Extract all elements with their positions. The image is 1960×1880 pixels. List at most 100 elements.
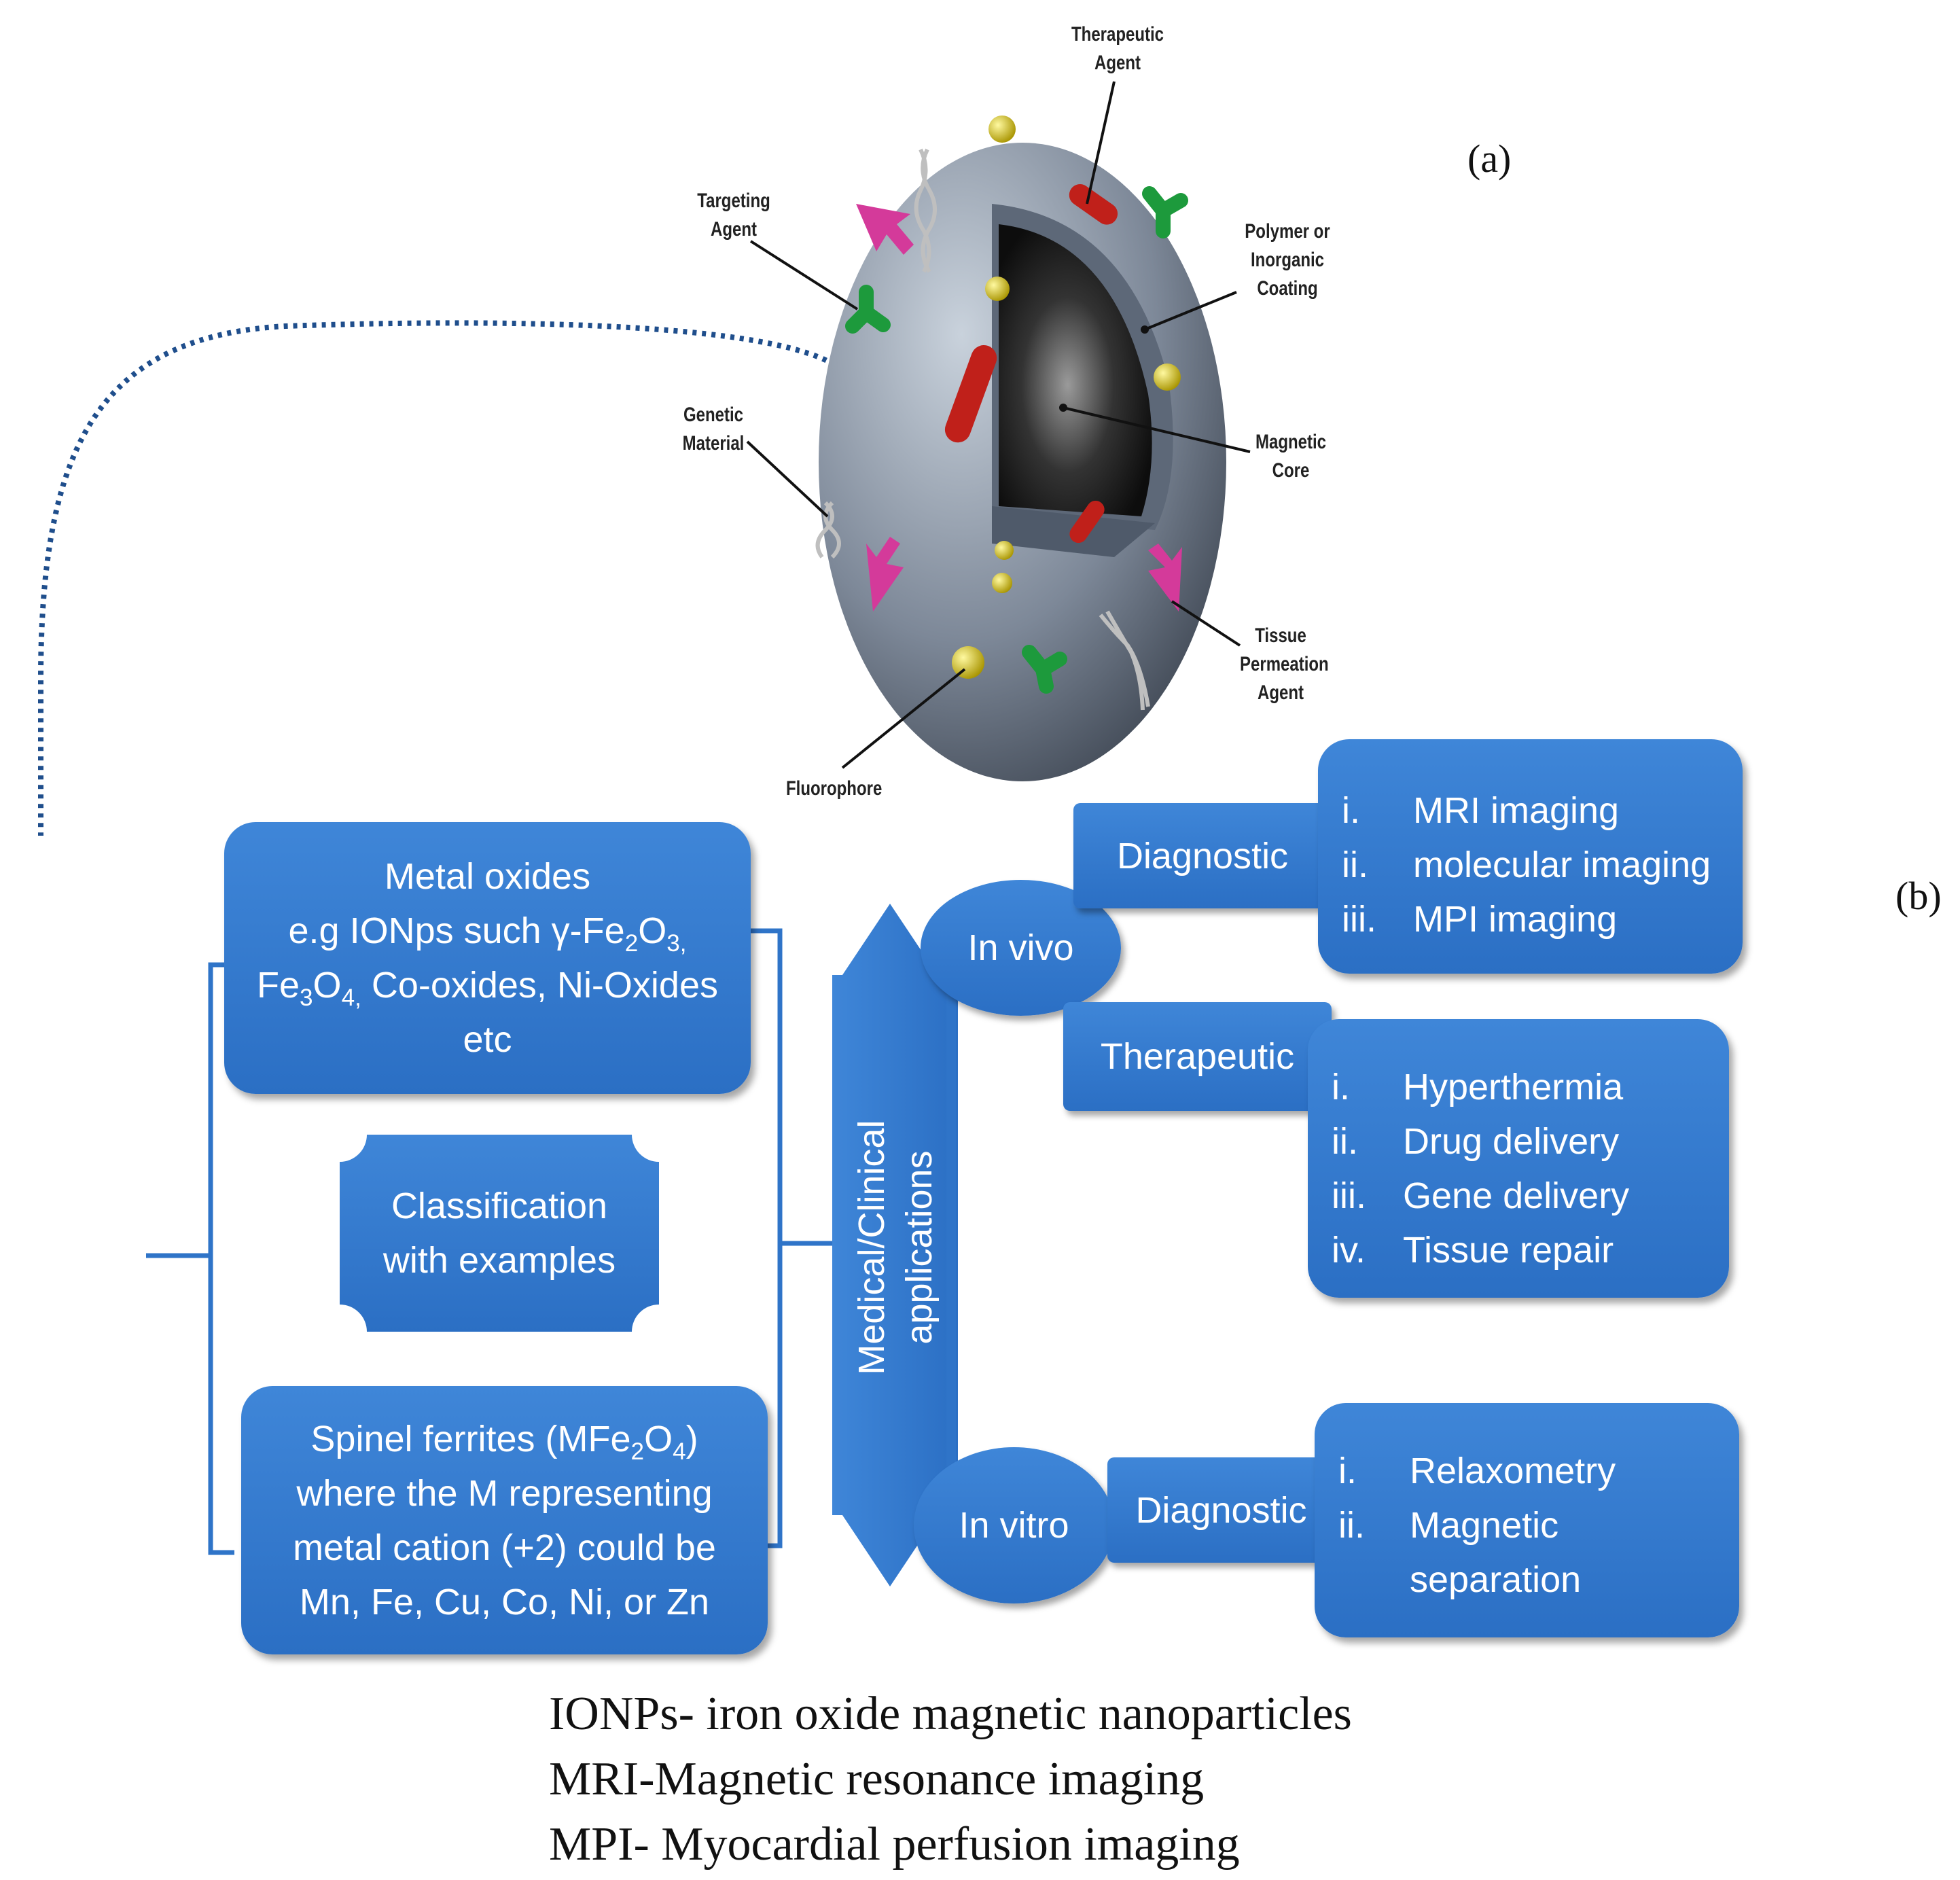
callout-line: Tissue: [1255, 624, 1306, 647]
list-item: iv. Tissue repair: [1332, 1223, 1729, 1277]
legend-line: MRI-Magnetic resonance imaging: [549, 1753, 1205, 1805]
callout-line: Agent: [1258, 681, 1304, 704]
text-fragment: ): [685, 1418, 698, 1459]
vertical-label-line: Medical/Clinical: [851, 1120, 892, 1375]
callout-magnetic-core: Magnetic Core: [1253, 428, 1329, 485]
therapeutic-label: Therapeutic: [1063, 1002, 1332, 1111]
magnetic-core: [999, 224, 1152, 516]
text-fragment: Spinel ferrites (MFe: [310, 1418, 631, 1459]
callout-therapeutic-agent: Therapeutic Agent: [1071, 20, 1164, 77]
targeting-agent-shape: [845, 186, 1188, 694]
therapeutic-capsule: [1069, 500, 1105, 544]
legend-line: MPI- Myocardial perfusion imaging: [549, 1818, 1240, 1870]
subscript: 3,: [666, 929, 687, 957]
subscript: 2: [624, 929, 639, 957]
callout-line: Fluorophore: [786, 777, 883, 800]
list-item-text: separation: [1410, 1559, 1582, 1600]
list-item: i.MRI imaging: [1342, 783, 1743, 838]
subscript: 2: [630, 1438, 645, 1465]
callout-line: Inorganic: [1250, 249, 1324, 271]
legend-line: IONPs- iron oxide magnetic nanoparticles: [549, 1688, 1352, 1740]
list-item-text: Gene delivery: [1403, 1175, 1630, 1216]
therapeutic-capsule: [944, 345, 997, 443]
list-item: separation: [1338, 1553, 1739, 1607]
list-item: i.Hyperthermia: [1332, 1060, 1729, 1114]
diagnostic-in-vivo-list: i.MRI imaging ii. molecular imaging iii. M…: [1318, 739, 1743, 974]
diagnostic-in-vitro-list: i. Relaxometry ii.Magnetic separation: [1315, 1403, 1739, 1637]
text-fragment: e.g IONps such γ-Fe: [288, 910, 625, 951]
nanoparticle-illustration: [38, 81, 1251, 836]
list-item-number: i.: [1338, 1451, 1357, 1491]
list-item: ii.Magnetic: [1338, 1498, 1739, 1553]
diagnostic-in-vitro-label: Diagnostic: [1107, 1457, 1335, 1563]
list-item: ii. Drug delivery: [1332, 1114, 1729, 1169]
callout-tissue-permeation: Tissue Permeation Agent: [1240, 622, 1329, 707]
list-item: iii. MPI imaging: [1342, 892, 1743, 946]
callout-line: Agent: [1094, 52, 1141, 74]
callout-targeting-agent: Targeting Agent: [690, 187, 777, 244]
fluorophore-sphere: [995, 541, 1014, 560]
classification-box-shape: [340, 1135, 659, 1332]
list-item: iii. Gene delivery: [1332, 1169, 1729, 1223]
fluorophore-sphere: [985, 277, 1010, 301]
spinel-title-line: Spinel ferrites (MFe2O4): [310, 1412, 698, 1466]
list-item-text: Drug delivery: [1403, 1121, 1620, 1162]
in-vitro-node: In vitro: [914, 1447, 1114, 1603]
list-item-number: ii.: [1332, 1121, 1358, 1162]
metal-oxides-box: Metal oxides e.g IONps such γ-Fe2O3, Fe3…: [224, 822, 751, 1094]
list-item: ii. molecular imaging: [1342, 838, 1743, 892]
classification-box: Classification with examples: [340, 1135, 659, 1332]
fluorophore-sphere: [988, 116, 1016, 143]
subscript: 4: [673, 1438, 686, 1465]
text-fragment: O: [638, 910, 667, 951]
text-fragment: Fe: [257, 965, 300, 1006]
callout-line: Coating: [1257, 277, 1318, 300]
list-item-text: Magnetic: [1410, 1505, 1559, 1546]
list-item-text: MPI imaging: [1413, 899, 1618, 940]
therapeutic-list: i.Hyperthermia ii. Drug delivery iii. Gene…: [1308, 1019, 1729, 1298]
list-item-text: Relaxometry: [1410, 1451, 1616, 1491]
list-item-number: iv.: [1332, 1230, 1366, 1271]
callout-line: Genetic: [683, 404, 744, 426]
callout-genetic-material: Genetic Material: [675, 401, 751, 458]
spinel-ferrites-box: Spinel ferrites (MFe2O4) where the M rep…: [241, 1386, 768, 1654]
spinel-line: Mn, Fe, Cu, Co, Ni, or Zn: [299, 1581, 710, 1622]
callout-coating: Polymer or Inorganic Coating: [1241, 217, 1334, 303]
fluorophore-sphere: [952, 646, 984, 679]
list-item-text: molecular imaging: [1413, 845, 1711, 885]
list-item-number: iii.: [1342, 899, 1376, 940]
permeation-agent-shape: [856, 204, 1182, 611]
vertical-label-line: applications: [899, 1150, 940, 1345]
applications-vertical-label: Medical/Clinical applications: [848, 996, 943, 1499]
callout-line: Material: [682, 432, 745, 455]
list-item-number: iii.: [1332, 1175, 1366, 1216]
list-item: i. Relaxometry: [1338, 1444, 1739, 1498]
list-item-text: Hyperthermia: [1403, 1067, 1624, 1107]
list-item-number: [1338, 1553, 1410, 1607]
metal-oxides-etc: etc: [463, 1019, 512, 1060]
callout-line: Core: [1272, 459, 1310, 482]
abbreviation-legend: IONPs- iron oxide magnetic nanoparticles…: [549, 1682, 1352, 1877]
callout-line: Polymer or: [1245, 220, 1330, 243]
text-fragment: Co-oxides, Ni-Oxides: [361, 965, 718, 1006]
callout-line: Targeting: [697, 190, 770, 212]
metal-oxides-example-line: Fe3O4, Co-oxides, Ni-Oxides: [257, 958, 718, 1012]
callout-line: Permeation: [1240, 653, 1329, 675]
spinel-line: metal cation (+2) could be: [293, 1527, 716, 1568]
text-fragment: O: [644, 1418, 673, 1459]
subscript: 4,: [341, 984, 361, 1011]
callout-line: Magnetic: [1255, 431, 1327, 453]
subscript: 3: [300, 984, 313, 1011]
callout-line: Agent: [711, 218, 757, 241]
fluorophore-sphere: [1154, 363, 1181, 391]
therapeutic-capsule: [1069, 184, 1118, 225]
list-item-number: i.: [1342, 790, 1360, 831]
metal-oxides-example-line: e.g IONps such γ-Fe2O3,: [289, 904, 687, 958]
classification-title: Classification: [391, 1186, 608, 1226]
list-item-text: Tissue repair: [1403, 1230, 1614, 1271]
callout-line: Therapeutic: [1071, 23, 1164, 46]
genetic-material-strand: [815, 148, 1150, 711]
list-item-number: ii.: [1342, 845, 1368, 885]
text-fragment: O: [313, 965, 342, 1006]
